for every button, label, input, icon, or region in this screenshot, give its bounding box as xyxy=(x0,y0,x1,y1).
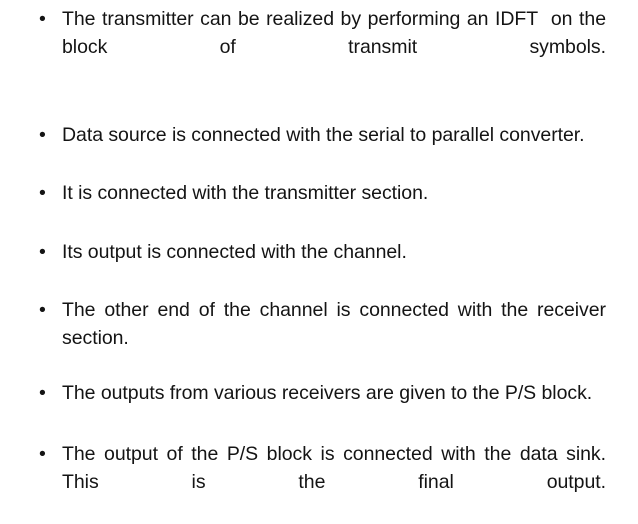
list-item-text: Data source is connected with the serial… xyxy=(62,123,585,146)
bullet-list: • The transmitter can be realized by per… xyxy=(34,6,606,524)
list-item: • The outputs from various receivers are… xyxy=(34,380,606,408)
bullet-point-icon: • xyxy=(39,299,46,321)
bullet-point-icon: • xyxy=(39,443,46,465)
bullet-point-icon: • xyxy=(39,123,46,146)
list-item: • It is connected with the transmitter s… xyxy=(34,180,606,208)
list-item: • Data source is connected with the seri… xyxy=(34,122,606,150)
list-item: • The other end of the channel is connec… xyxy=(34,297,606,380)
list-item-text: The output of the P/S block is connected… xyxy=(62,443,612,493)
bullet-point-icon: • xyxy=(39,182,46,204)
list-item-text: The transmitter can be realized by perfo… xyxy=(62,8,612,58)
slide-canvas: • The transmitter can be realized by per… xyxy=(39,8,607,493)
bullet-point-icon: • xyxy=(39,240,46,263)
list-item-text: The other end of the channel is connecte… xyxy=(62,299,612,349)
list-item: • The output of the P/S block is connect… xyxy=(34,441,606,524)
list-item: • The transmitter can be realized by per… xyxy=(34,6,606,89)
list-item-text: Its output is connected with the channel… xyxy=(62,240,407,263)
list-item: • Its output is connected with the chann… xyxy=(34,239,606,267)
bullet-point-icon: • xyxy=(39,8,46,30)
bullet-point-icon: • xyxy=(39,381,46,404)
list-item-text: It is connected with the transmitter sec… xyxy=(62,182,429,204)
list-item-text: The outputs from various receivers are g… xyxy=(62,381,593,404)
